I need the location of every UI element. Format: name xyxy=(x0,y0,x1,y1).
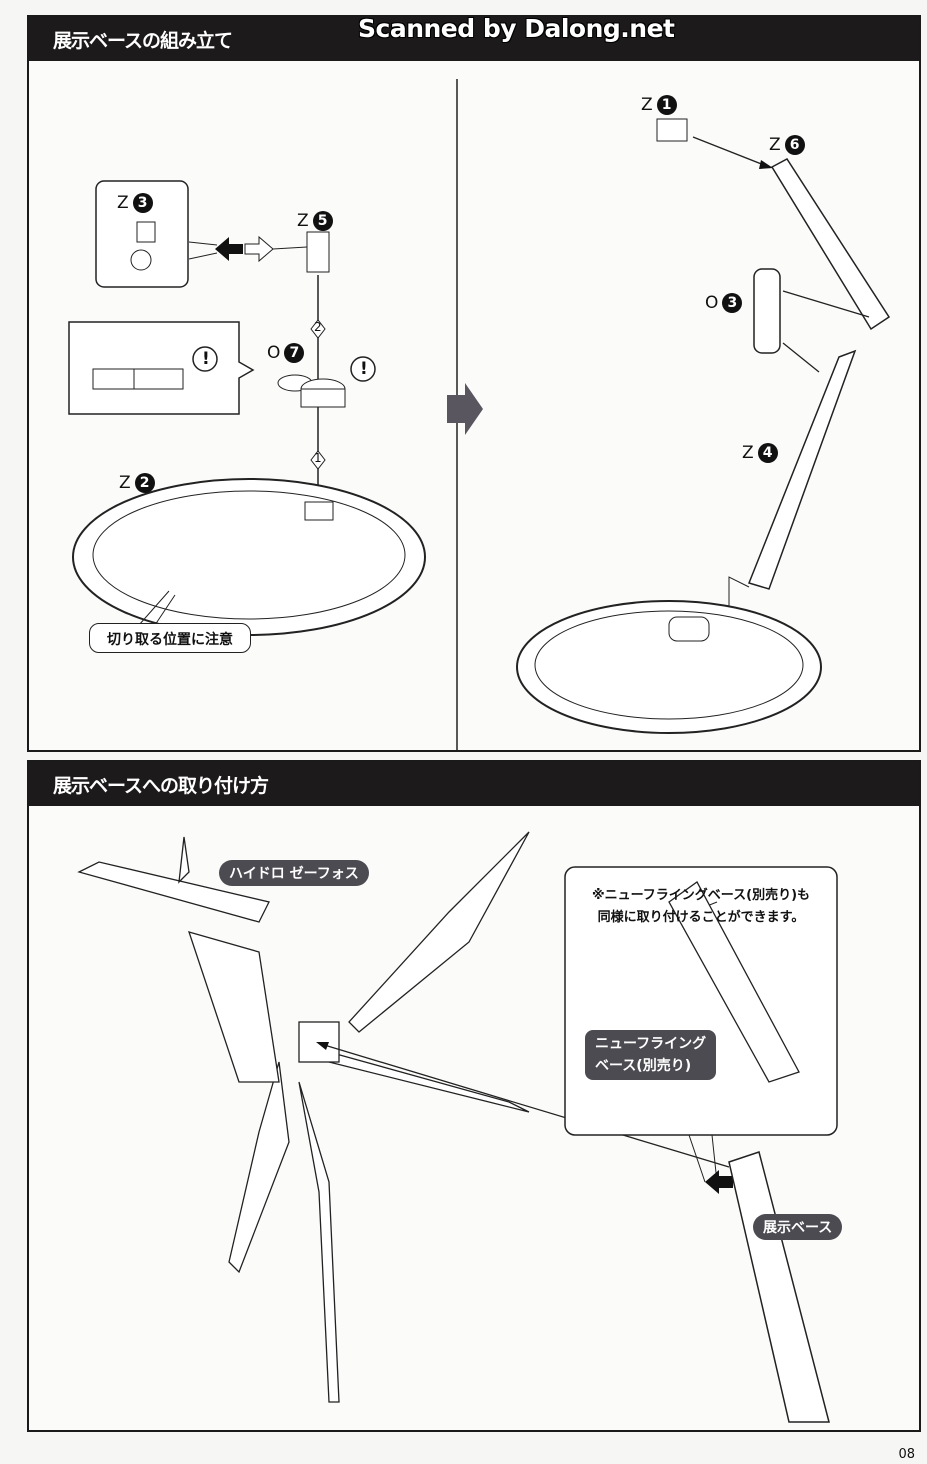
section-title: 展示ベースへの取り付け方 xyxy=(53,775,269,797)
alt-base-arm xyxy=(668,881,800,1083)
part-z1 xyxy=(656,118,688,142)
attach-panel: 展示ベースへの取り付け方 ハイドロ ゼーフォス ※ニューフライングベース(別売り… xyxy=(27,760,921,1432)
assembled-base xyxy=(516,600,822,734)
section-header: 展示ベースへの取り付け方 xyxy=(29,762,919,806)
alt-base-label: ニューフライング ベース(別売り) xyxy=(585,1030,717,1080)
swap-arrow-icon xyxy=(215,237,243,261)
part-z5 xyxy=(306,231,330,273)
next-step-arrow-icon xyxy=(447,383,483,435)
figure-hydro-zephos xyxy=(77,831,530,1403)
warning-mark: ! xyxy=(360,359,368,379)
part-z2-base xyxy=(72,478,426,636)
part-o3 xyxy=(753,268,781,354)
section-title: 展示ベースの組み立て xyxy=(53,30,233,52)
callout-box xyxy=(68,321,255,415)
assembly-diagram xyxy=(68,79,891,750)
watermark: Scanned by Dalong.net xyxy=(358,14,675,43)
part-z3 xyxy=(136,221,156,243)
assembly-panel: 展示ベースの組み立て xyxy=(27,15,921,752)
cut-caution-box: 切り取る位置に注意 xyxy=(89,623,251,653)
attach-diagram xyxy=(77,831,838,1423)
step-2-marker xyxy=(310,319,326,339)
note-line-2: 同様に取り付けることができます。 xyxy=(597,910,805,925)
part-z6 xyxy=(770,158,891,331)
display-base-arm xyxy=(728,1151,830,1423)
warning-icon xyxy=(350,356,376,382)
step-2-label: 2 xyxy=(314,320,322,334)
swap-arrow-icon xyxy=(705,1170,733,1194)
display-base-label: 展示ベース xyxy=(753,1214,843,1240)
step-1-marker xyxy=(310,450,326,470)
warning-icon xyxy=(192,346,218,372)
note-line-1: ※ニューフライングベース(別売り)も xyxy=(591,888,811,903)
figure-label: ハイドロ ゼーフォス xyxy=(219,860,369,886)
step-1-label: 1 xyxy=(314,451,322,465)
page-number: 08 xyxy=(898,1447,915,1462)
part-z4 xyxy=(748,349,857,590)
section-header: 展示ベースの組み立て xyxy=(29,17,919,61)
warning-mark: ! xyxy=(202,349,210,369)
